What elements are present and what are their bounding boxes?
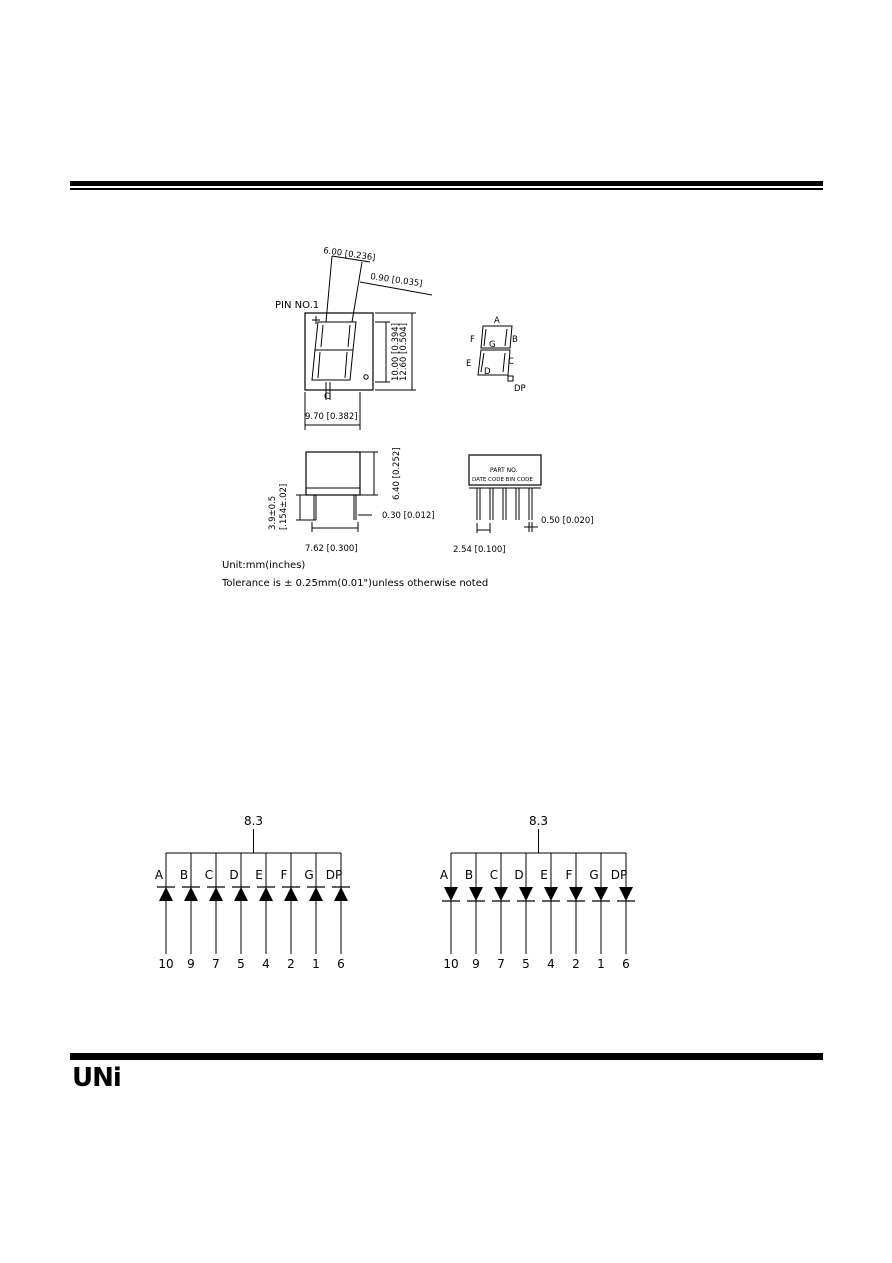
segment-label: E [540,868,548,882]
pin-width-dim: 0.50 [0.020] [541,516,594,526]
diode-symbol [444,887,458,901]
pin-number: 6 [337,957,345,971]
segment-label: B [180,868,188,882]
pin-number: 2 [572,957,580,971]
pin-number: 5 [522,957,530,971]
common-pin-label: 8.3 [529,814,548,828]
diode-symbol [619,887,633,901]
segment-label: D [229,868,238,882]
diode-symbol [234,887,248,901]
height-total-dim: 12.60 [0.504] [399,323,409,381]
row-spacing-dim: 7.62 [0.300] [305,544,358,554]
segment-label: A [440,868,449,882]
segment-label-c: C [508,357,514,367]
segment-label-c-front: C [324,392,330,402]
pin-number: 9 [472,957,480,971]
segment-label-d: D [484,367,491,377]
schematic-common-anode: 8.3A 10 B 9 C 7 D 5 E 4 F 2 G 1 DP 6 [440,814,635,971]
pin-number: 4 [547,957,555,971]
width-dim: 9.70 [0.382] [305,412,358,422]
pin-number: 10 [443,957,458,971]
diode-symbol [309,887,323,901]
segment-label: B [465,868,473,882]
pin-number: 10 [158,957,173,971]
segment-label: F [566,868,573,882]
part-no-label: PART NO. [490,467,518,474]
pin-number: 4 [262,957,270,971]
diode-symbol [334,887,348,901]
diode-symbol [259,887,273,901]
diode-symbol [284,887,298,901]
diode-symbol [519,887,533,901]
height-dim: 10.00 [0.394] [391,323,401,381]
diode-symbol [544,887,558,901]
common-pin-label: 8.3 [244,814,263,828]
lead-length-dim: 3.9±0.5 [268,496,278,530]
diode-symbol [209,887,223,901]
segment-label: C [490,868,498,882]
segment-label-a: A [494,316,500,326]
diode-symbol [569,887,583,901]
segment-label: DP [611,868,627,882]
segment-offset-dim: 0.90 [0.035] [370,272,423,289]
pin-number: 1 [312,957,320,971]
diode-symbol [594,887,608,901]
segment-label: G [304,868,313,882]
segment-label-f: F [470,335,475,345]
pin-number: 2 [287,957,295,971]
tolerance-note: Tolerance is ± 0.25mm(0.01")unless other… [222,578,489,589]
pin-number: 9 [187,957,195,971]
diode-symbol [469,887,483,901]
segment-label-e: E [466,359,471,369]
pin1-label: PIN NO.1 [275,300,319,311]
side-height-dim: 6.40 [0.252] [392,447,402,500]
pin-number: 6 [622,957,630,971]
segment-label: E [255,868,263,882]
package-drawing: 6.00 [0.236] 0.90 [0.035] PIN NO.1 10.00… [268,246,594,555]
segment-label-g: G [489,340,496,350]
diode-symbol [159,887,173,901]
lead-length-in-dim: [.154±.02] [279,484,289,530]
schematic-common-cathode: 8.3A 10 B 9 C 7 D 5 E 4 F 2 G 1 DP 6 [155,814,350,971]
pin-number: 7 [212,957,220,971]
lead-dia-dim: 0.30 [0.012] [382,511,435,521]
segment-label: C [205,868,213,882]
footer-rule [70,1053,823,1060]
pin-number: 1 [597,957,605,971]
segment-label: G [589,868,598,882]
segment-label-b: B [512,335,518,345]
segment-label: F [281,868,288,882]
header-rule-thin [70,188,823,190]
pin-pitch-dim: 2.54 [0.100] [453,545,506,555]
header-rule-thick [70,181,823,186]
unit-note: Unit:mm(inches) [222,560,306,571]
top-width-dim: 6.00 [0.236] [323,246,376,263]
segment-label: A [155,868,164,882]
segment-label-dp: DP [514,384,526,394]
diode-symbol [494,887,508,901]
segment-label: D [514,868,523,882]
diode-symbol [184,887,198,901]
date-code-label: DATE CODE BIN CODE [472,477,533,483]
company-logo: UNi [72,1063,122,1093]
pin-number: 5 [237,957,245,971]
pin-number: 7 [497,957,505,971]
segment-label: DP [326,868,342,882]
